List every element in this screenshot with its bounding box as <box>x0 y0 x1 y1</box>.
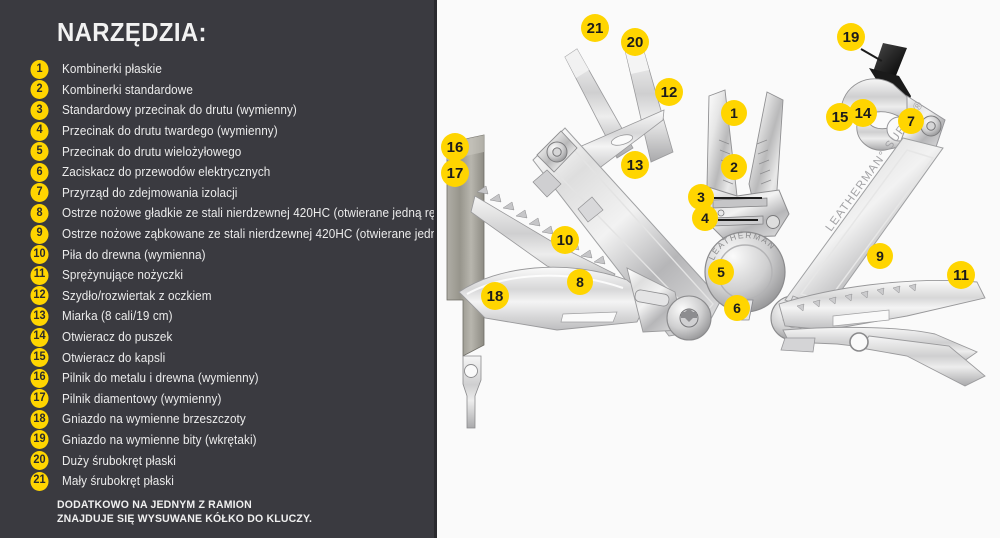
tool-number-badge: 7 <box>30 183 49 203</box>
tool-label: Otwieracz do kapsli <box>62 350 166 365</box>
leader-line-4 <box>718 219 758 221</box>
tool-label: Ostrze nożowe ząbkowane ze stali nierdze… <box>62 227 475 242</box>
tool-number-badge: 12 <box>30 286 49 306</box>
tool-label: Mały śrubokręt płaski <box>62 474 174 489</box>
callout-badge-2: 2 <box>721 154 747 180</box>
callout-badge-12: 12 <box>655 78 683 106</box>
list-item: 8 Ostrze nożowe gładkie ze stali nierdzew… <box>0 203 452 224</box>
left-handle-assembly <box>458 47 722 341</box>
tool-number-badge: 11 <box>30 265 49 285</box>
list-item: 17 Pilnik diamentowy (wymienny) <box>0 389 437 410</box>
tool-label: Pilnik do metalu i drewna (wymienny) <box>62 371 259 386</box>
tool-label: Zaciskacz do przewodów elektrycznych <box>62 165 271 180</box>
list-item: 10 Piła do drewna (wymienna) <box>0 244 437 265</box>
tool-label: Kombinerki standardowe <box>62 82 193 97</box>
tool-number-badge: 4 <box>30 121 49 141</box>
list-item: 13 Miarka (8 cali/19 cm) <box>0 306 437 327</box>
callout-badge-8: 8 <box>567 269 593 295</box>
callout-badge-5: 5 <box>708 259 734 285</box>
list-item: 20 Duży śrubokręt płaski <box>0 450 437 471</box>
tool-number-badge: 13 <box>30 306 49 326</box>
tools-list: 1 Kombinerki płaskie 2 Kombinerki standardo… <box>0 59 474 492</box>
list-item: 2 Kombinerki standardowe <box>0 80 437 101</box>
tool-label: Miarka (8 cali/19 cm) <box>62 309 173 324</box>
tool-label: Pilnik diamentowy (wymienny) <box>62 391 222 406</box>
product-image-stage: LEATHERMAN <box>437 0 1000 538</box>
tool-number-badge: 18 <box>30 409 49 429</box>
tool-number-badge: 19 <box>30 430 49 450</box>
callout-badge-9: 9 <box>867 243 893 269</box>
callout-badge-4: 4 <box>692 205 718 231</box>
list-item: 6 Zaciskacz do przewodów elektrycznych <box>0 162 437 183</box>
tool-number-badge: 10 <box>30 245 49 265</box>
callout-badge-13: 13 <box>621 151 649 179</box>
tool-number-badge: 21 <box>30 471 49 491</box>
right-handle-assembly: LEATHERMAN° SURGE® <box>778 43 986 387</box>
list-item: 11 Sprężynujące nożyczki <box>0 265 437 286</box>
callout-badge-18: 18 <box>481 282 509 310</box>
callout-badge-10: 10 <box>551 226 579 254</box>
tool-number-badge: 9 <box>30 224 49 244</box>
callout-badge-21: 21 <box>581 14 609 42</box>
panel-divider <box>434 0 437 538</box>
callout-badge-6: 6 <box>724 295 750 321</box>
list-item: 21 Mały śrubokręt płaski <box>0 471 437 492</box>
tool-number-badge: 17 <box>30 389 49 409</box>
tools-legend-panel: NARZĘDZIA: 1 Kombinerki płaskie 2 Kombinerk… <box>0 0 474 538</box>
list-item: 3 Standardowy przecinak do drutu (wymienn… <box>0 100 437 121</box>
tool-label: Duży śrubokręt płaski <box>62 453 176 468</box>
tool-number-badge: 8 <box>30 203 49 223</box>
list-item: 15 Otwieracz do kapsli <box>0 347 437 368</box>
list-item: 14 Otwieracz do puszek <box>0 327 437 348</box>
list-item: 16 Pilnik do metalu i drewna (wymienny) <box>0 368 437 389</box>
tool-label: Piła do drewna (wymienna) <box>62 247 206 262</box>
page-title: NARZĘDZIA: <box>57 17 207 47</box>
tool-number-badge: 14 <box>30 327 49 347</box>
list-item: 1 Kombinerki płaskie <box>0 59 437 80</box>
list-item: 19 Gniazdo na wymienne bity (wkrętaki) <box>0 430 437 451</box>
callout-badge-7: 7 <box>898 108 924 134</box>
list-item: 18 Gniazdo na wymienne brzeszczoty <box>0 409 437 430</box>
callout-badge-14: 14 <box>849 99 877 127</box>
tool-label: Sprężynujące nożyczki <box>62 268 184 283</box>
callout-badge-20: 20 <box>621 28 649 56</box>
tool-number-badge: 6 <box>30 162 49 182</box>
tool-label: Ostrze nożowe gładkie ze stali nierdzewn… <box>62 206 453 221</box>
tool-number-badge: 2 <box>30 80 49 100</box>
tool-label: Przyrząd do zdejmowania izolacji <box>62 185 238 200</box>
list-item: 4 Przecinak do drutu twardego (wymienny) <box>0 121 437 142</box>
tool-number-badge: 1 <box>30 59 49 79</box>
callout-badge-11: 11 <box>947 261 975 289</box>
callout-badge-19: 19 <box>837 23 865 51</box>
tool-label: Przecinak do drutu wielożyłowego <box>62 144 242 159</box>
tool-label: Gniazdo na wymienne bity (wkrętaki) <box>62 432 257 447</box>
footnote-text: DODATKOWO NA JEDNYM Z RAMION ZNAJDUJE SI… <box>57 499 313 526</box>
tool-number-badge: 15 <box>30 348 49 368</box>
tool-label: Otwieracz do puszek <box>62 330 173 345</box>
tool-label: Szydło/rozwiertak z oczkiem <box>62 288 212 303</box>
tool-label: Kombinerki płaskie <box>62 62 162 77</box>
tool-number-badge: 3 <box>30 100 49 120</box>
list-item: 5 Przecinak do drutu wielożyłowego <box>0 141 437 162</box>
callout-badge-16: 16 <box>441 133 469 161</box>
tool-label: Standardowy przecinak do drutu (wymienny… <box>62 103 297 118</box>
tool-label: Przecinak do drutu twardego (wymienny) <box>62 124 278 139</box>
list-item: 7 Przyrząd do zdejmowania izolacji <box>0 183 437 204</box>
callout-badge-17: 17 <box>441 159 469 187</box>
list-item: 9 Ostrze nożowe ząbkowane ze stali nierdz… <box>0 224 474 245</box>
tool-number-badge: 16 <box>30 368 49 388</box>
tool-number-badge: 20 <box>30 451 49 471</box>
list-item: 12 Szydło/rozwiertak z oczkiem <box>0 286 437 307</box>
tool-number-badge: 5 <box>30 142 49 162</box>
tool-label: Gniazdo na wymienne brzeszczoty <box>62 412 246 427</box>
leader-line-3 <box>714 197 762 199</box>
callout-badge-1: 1 <box>721 100 747 126</box>
